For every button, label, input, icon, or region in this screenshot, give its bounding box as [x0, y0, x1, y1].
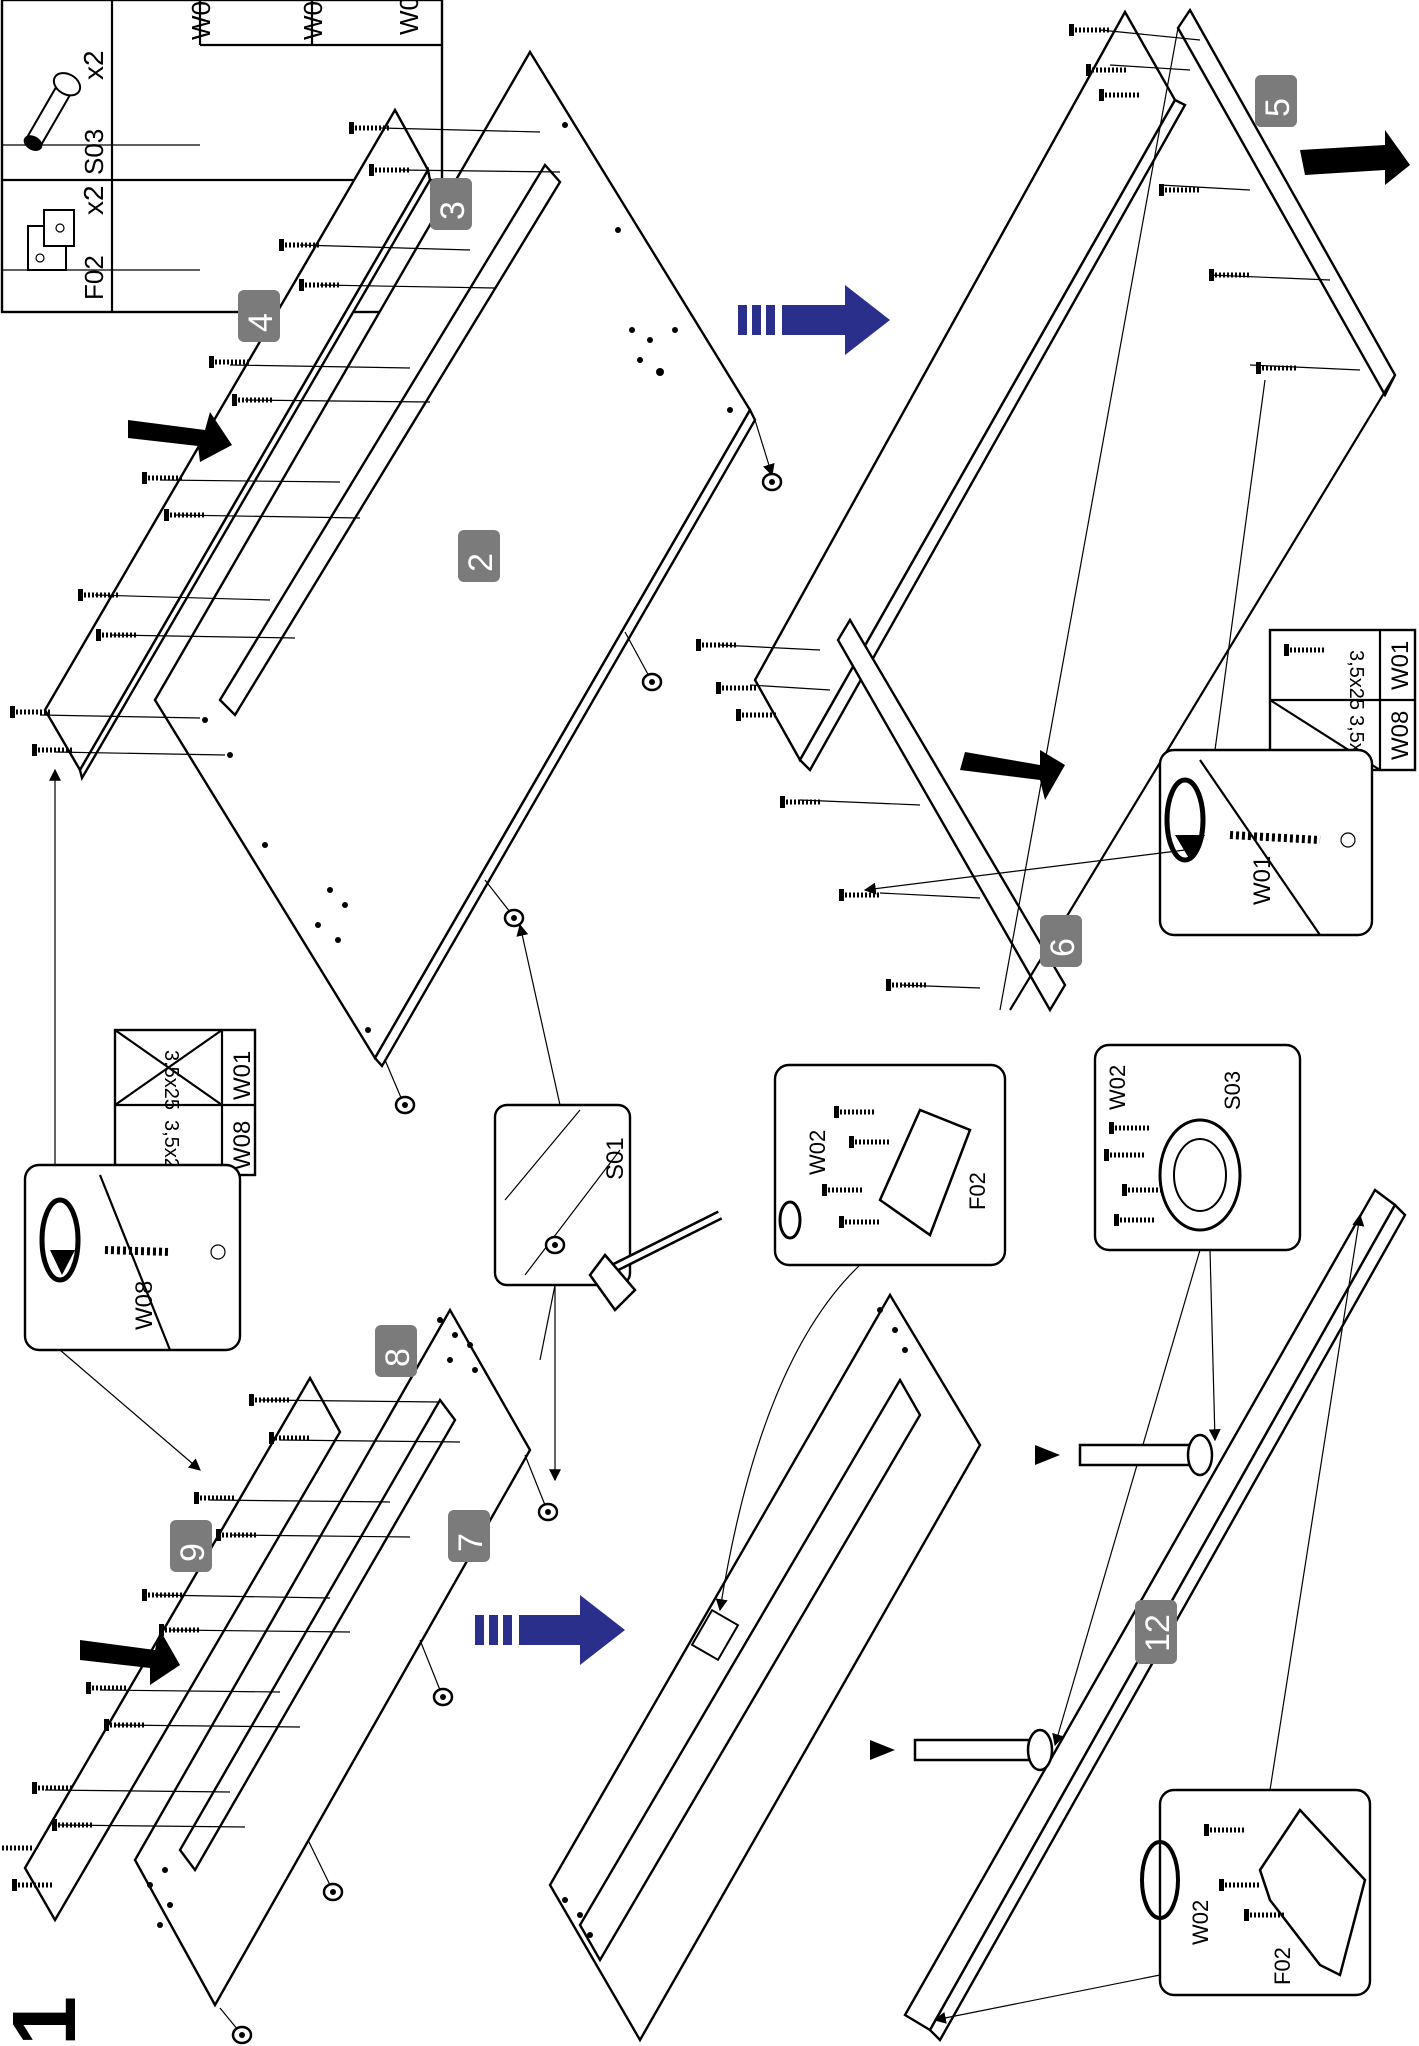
adjustable-foot-icon: [1158, 1118, 1242, 1232]
parts-qty-s03: x2: [78, 50, 109, 80]
w08-detail-code: W08: [131, 1281, 158, 1330]
bracket-icon: [27, 209, 75, 271]
screwdriver-icon: [1140, 1840, 1180, 1920]
panel-5: [1176, 7, 1397, 398]
screwdriver-icon: [39, 1197, 81, 1283]
push-arrow-icon: [1300, 130, 1410, 185]
hinge-detail-callout: W02 F02: [933, 1213, 1372, 2024]
panel-3: [218, 162, 562, 717]
parts-code-s03: S03: [79, 129, 109, 175]
lower-left-assembly: 7 8 9: [0, 1307, 559, 2045]
w08-detail-callout: W08: [23, 768, 242, 1471]
svg-text:8: 8: [379, 1348, 417, 1367]
panel-6: [836, 617, 1067, 1013]
badge-4: 4: [238, 290, 280, 342]
parts-cell-s03: S03 x2: [23, 50, 109, 175]
badge-3: 3: [430, 178, 472, 230]
hinge-detail-screw: W02: [1188, 1900, 1213, 1945]
upper-left-assembly: 2 3 4: [10, 49, 783, 1115]
panel-8: [178, 1397, 457, 1873]
hammer-icon: [588, 1210, 723, 1312]
badge-9: 9: [170, 1520, 212, 1572]
adjustable-foot-icon: [23, 72, 82, 151]
svg-text:6: 6: [1044, 938, 1082, 957]
svg-text:12: 12: [1139, 1614, 1177, 1652]
parts-code-w0b: W0: [394, 0, 424, 35]
compare-right-correct-code: W01: [1387, 641, 1414, 690]
compare-right-correct-size: 3,5x25: [1345, 650, 1367, 710]
badge-5: 5: [1255, 75, 1297, 127]
lower-center-frame: [548, 1292, 982, 2043]
screw-compare-top: W01 3,5x25 W08 3,5x20: [113, 1028, 257, 1180]
parts-code-w0a: W0: [298, 1, 328, 40]
parts-cell-f02: F02 x2: [27, 185, 109, 300]
push-arrow-icon: [80, 1630, 180, 1685]
hinge-detail-part: F02: [1270, 1947, 1295, 1985]
panel-7: [133, 1307, 532, 2008]
svg-text:2: 2: [462, 553, 500, 572]
upper-right-assembly: 5 6: [696, 7, 1410, 1013]
adjustable-foot-icon: [870, 1728, 1054, 1772]
parts-cell-w02: W02 W0 W0: [186, 0, 424, 40]
badge-2: 2: [458, 530, 500, 582]
flow-arrow-icon: [475, 1595, 625, 1665]
step-number: 1: [0, 1996, 95, 2046]
s03-detail-part: S03: [1220, 1071, 1245, 1110]
f02-detail-callout: W02 F02: [715, 1063, 1007, 1612]
w01-detail-callout: W01: [863, 379, 1374, 937]
screwdriver-icon: [778, 1200, 802, 1240]
adjustable-foot-icon: [1035, 1433, 1214, 1477]
compare-top-wrong-code: W01: [229, 1051, 256, 1100]
svg-text:5: 5: [1259, 98, 1297, 117]
panel-long-frame: [753, 9, 1177, 763]
push-arrow-icon: [128, 412, 232, 462]
base-rail: 12: [870, 1188, 1407, 2042]
w01-detail-code: W01: [1249, 856, 1276, 905]
badge-7: 7: [448, 1510, 490, 1562]
svg-text:4: 4: [242, 313, 280, 332]
compare-top-correct-code: W08: [229, 1121, 256, 1170]
parts-code-w02: W02: [186, 0, 216, 40]
svg-text:9: 9: [174, 1543, 212, 1562]
push-arrow-icon: [960, 750, 1065, 800]
badge-12: 12: [1135, 1600, 1177, 1664]
parts-qty-f02: x2: [78, 185, 109, 215]
screwdriver-icon: [1164, 777, 1206, 863]
f02-detail-part: F02: [965, 1172, 990, 1210]
svg-text:7: 7: [452, 1533, 490, 1552]
compare-top-wrong-size: 3,5x25: [160, 1050, 182, 1110]
flow-arrow-icon: [738, 285, 890, 355]
s03-detail-screw: W02: [1105, 1065, 1130, 1110]
s01-detail-callout: S01: [493, 923, 723, 1482]
panel-9: [23, 1375, 342, 1923]
s01-detail-code: S01: [602, 1137, 629, 1180]
f02-detail-screw: W02: [805, 1130, 830, 1175]
bracket-icon: [690, 1608, 740, 1662]
s03-detail-callout: W02 S03: [1052, 1043, 1302, 1747]
badge-6: 6: [1040, 915, 1082, 967]
parts-code-f02: F02: [79, 255, 109, 300]
svg-text:3: 3: [434, 201, 472, 220]
badge-8: 8: [375, 1325, 417, 1377]
compare-right-wrong-code: W08: [1387, 711, 1414, 760]
